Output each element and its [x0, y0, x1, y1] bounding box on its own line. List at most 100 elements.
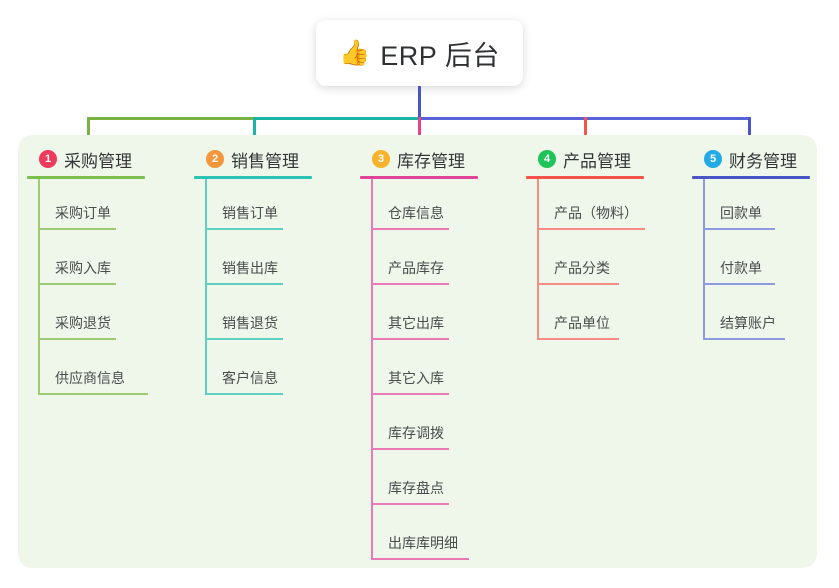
- leaf-rule: [537, 338, 619, 340]
- leaf-rule: [205, 283, 283, 285]
- root-node-title: ERP 后台: [380, 40, 500, 71]
- leaf-label: 销售出库: [222, 260, 278, 276]
- branch-spine-4: [537, 179, 539, 340]
- branch-title-3: 库存管理: [397, 151, 465, 171]
- branch-rule-1: [27, 176, 145, 179]
- leaf-label: 付款单: [720, 260, 762, 276]
- list-item[interactable]: 销售出库: [194, 234, 312, 289]
- branch-title-2: 销售管理: [231, 151, 299, 171]
- branch-rule-5: [692, 176, 810, 179]
- list-item[interactable]: 库存调拨: [360, 399, 478, 454]
- branch-spine-5: [703, 179, 705, 340]
- list-item[interactable]: 销售退货: [194, 289, 312, 344]
- branch-badge-2: 2: [206, 150, 224, 168]
- list-item[interactable]: 付款单: [692, 234, 810, 289]
- list-item[interactable]: 采购订单: [27, 179, 145, 234]
- branch-title-5: 财务管理: [729, 151, 797, 171]
- connector-drop-5: [748, 117, 751, 149]
- list-item[interactable]: 供应商信息: [27, 344, 148, 399]
- leaf-rule: [205, 338, 283, 340]
- connector-trunk: [418, 86, 421, 119]
- leaf-label: 出库库明细: [388, 535, 458, 551]
- list-item[interactable]: 销售订单: [194, 179, 312, 234]
- leaf-label: 其它入库: [388, 370, 444, 386]
- branch-items-3: 仓库信息产品库存其它出库其它入库库存调拨库存盘点出库库明细: [360, 179, 478, 564]
- leaf-rule: [38, 338, 116, 340]
- leaf-label: 采购退货: [55, 315, 111, 331]
- leaf-rule: [371, 283, 449, 285]
- leaf-rule: [537, 228, 645, 230]
- branch-header-5[interactable]: 5 财务管理: [692, 145, 810, 173]
- leaf-label: 采购订单: [55, 205, 111, 221]
- leaf-rule: [703, 228, 775, 230]
- list-item[interactable]: 结算账户: [692, 289, 810, 344]
- leaf-rule: [38, 228, 116, 230]
- branch-spine-2: [205, 179, 207, 395]
- list-item[interactable]: 回款单: [692, 179, 810, 234]
- leaf-rule: [371, 338, 449, 340]
- list-item[interactable]: 产品单位: [526, 289, 644, 344]
- leaf-rule: [371, 448, 449, 450]
- leaf-label: 产品单位: [554, 315, 610, 331]
- leaf-rule: [371, 228, 449, 230]
- list-item[interactable]: 其它入库: [360, 344, 478, 399]
- connector-bar-segment-2: [253, 117, 420, 120]
- leaf-label: 采购入库: [55, 260, 111, 276]
- leaf-rule: [205, 393, 283, 395]
- list-item[interactable]: 客户信息: [194, 344, 312, 399]
- branch-badge-5: 5: [704, 150, 722, 168]
- branch-column-2: 2 销售管理销售订单销售出库销售退货客户信息: [194, 145, 312, 399]
- branch-column-5: 5 财务管理回款单付款单结算账户: [692, 145, 810, 344]
- leaf-label: 客户信息: [222, 370, 278, 386]
- branch-badge-4: 4: [538, 150, 556, 168]
- list-item[interactable]: 产品分类: [526, 234, 644, 289]
- branch-items-5: 回款单付款单结算账户: [692, 179, 810, 344]
- leaf-rule: [38, 393, 148, 395]
- leaf-label: 回款单: [720, 205, 762, 221]
- list-item[interactable]: 采购入库: [27, 234, 145, 289]
- leaf-rule: [703, 283, 775, 285]
- leaf-label: 供应商信息: [55, 370, 125, 386]
- branch-rule-3: [360, 176, 478, 179]
- branch-items-1: 采购订单采购入库采购退货供应商信息: [27, 179, 148, 399]
- leaf-rule: [38, 283, 116, 285]
- leaf-label: 销售订单: [222, 205, 278, 221]
- leaf-label: 销售退货: [222, 315, 278, 331]
- branch-spine-1: [38, 179, 40, 395]
- list-item[interactable]: 采购退货: [27, 289, 145, 344]
- list-item[interactable]: 其它出库: [360, 289, 478, 344]
- leaf-label: 产品分类: [554, 260, 610, 276]
- connector-drop-3: [418, 117, 421, 149]
- list-item[interactable]: 库存盘点: [360, 454, 478, 509]
- list-item[interactable]: 出库库明细: [360, 509, 478, 564]
- list-item[interactable]: 产品库存: [360, 234, 478, 289]
- list-item[interactable]: 仓库信息: [360, 179, 478, 234]
- leaf-rule: [371, 558, 469, 560]
- branch-header-1[interactable]: 1 采购管理: [27, 145, 145, 173]
- leaf-rule: [371, 393, 449, 395]
- leaf-label: 结算账户: [720, 315, 776, 331]
- leaf-label: 产品库存: [388, 260, 444, 276]
- leaf-label: 其它出库: [388, 315, 444, 331]
- connector-drop-2: [253, 117, 256, 149]
- branch-header-2[interactable]: 2 销售管理: [194, 145, 312, 173]
- branch-badge-1: 1: [39, 150, 57, 168]
- leaf-rule: [205, 228, 283, 230]
- branch-rule-2: [194, 176, 312, 179]
- leaf-label: 仓库信息: [388, 205, 444, 221]
- connector-drop-4: [584, 117, 587, 149]
- branch-rule-4: [526, 176, 644, 179]
- branch-title-1: 采购管理: [64, 151, 132, 171]
- branch-items-4: 产品（物料） 产品分类产品单位: [526, 179, 645, 344]
- root-node[interactable]: 👍 ERP 后台: [316, 20, 523, 86]
- list-item[interactable]: 产品（物料）: [526, 179, 645, 234]
- leaf-label: 库存调拨: [388, 425, 444, 441]
- thumbs-up-icon: 👍: [339, 38, 371, 67]
- leaf-rule: [537, 283, 619, 285]
- connector-drop-1: [87, 117, 90, 149]
